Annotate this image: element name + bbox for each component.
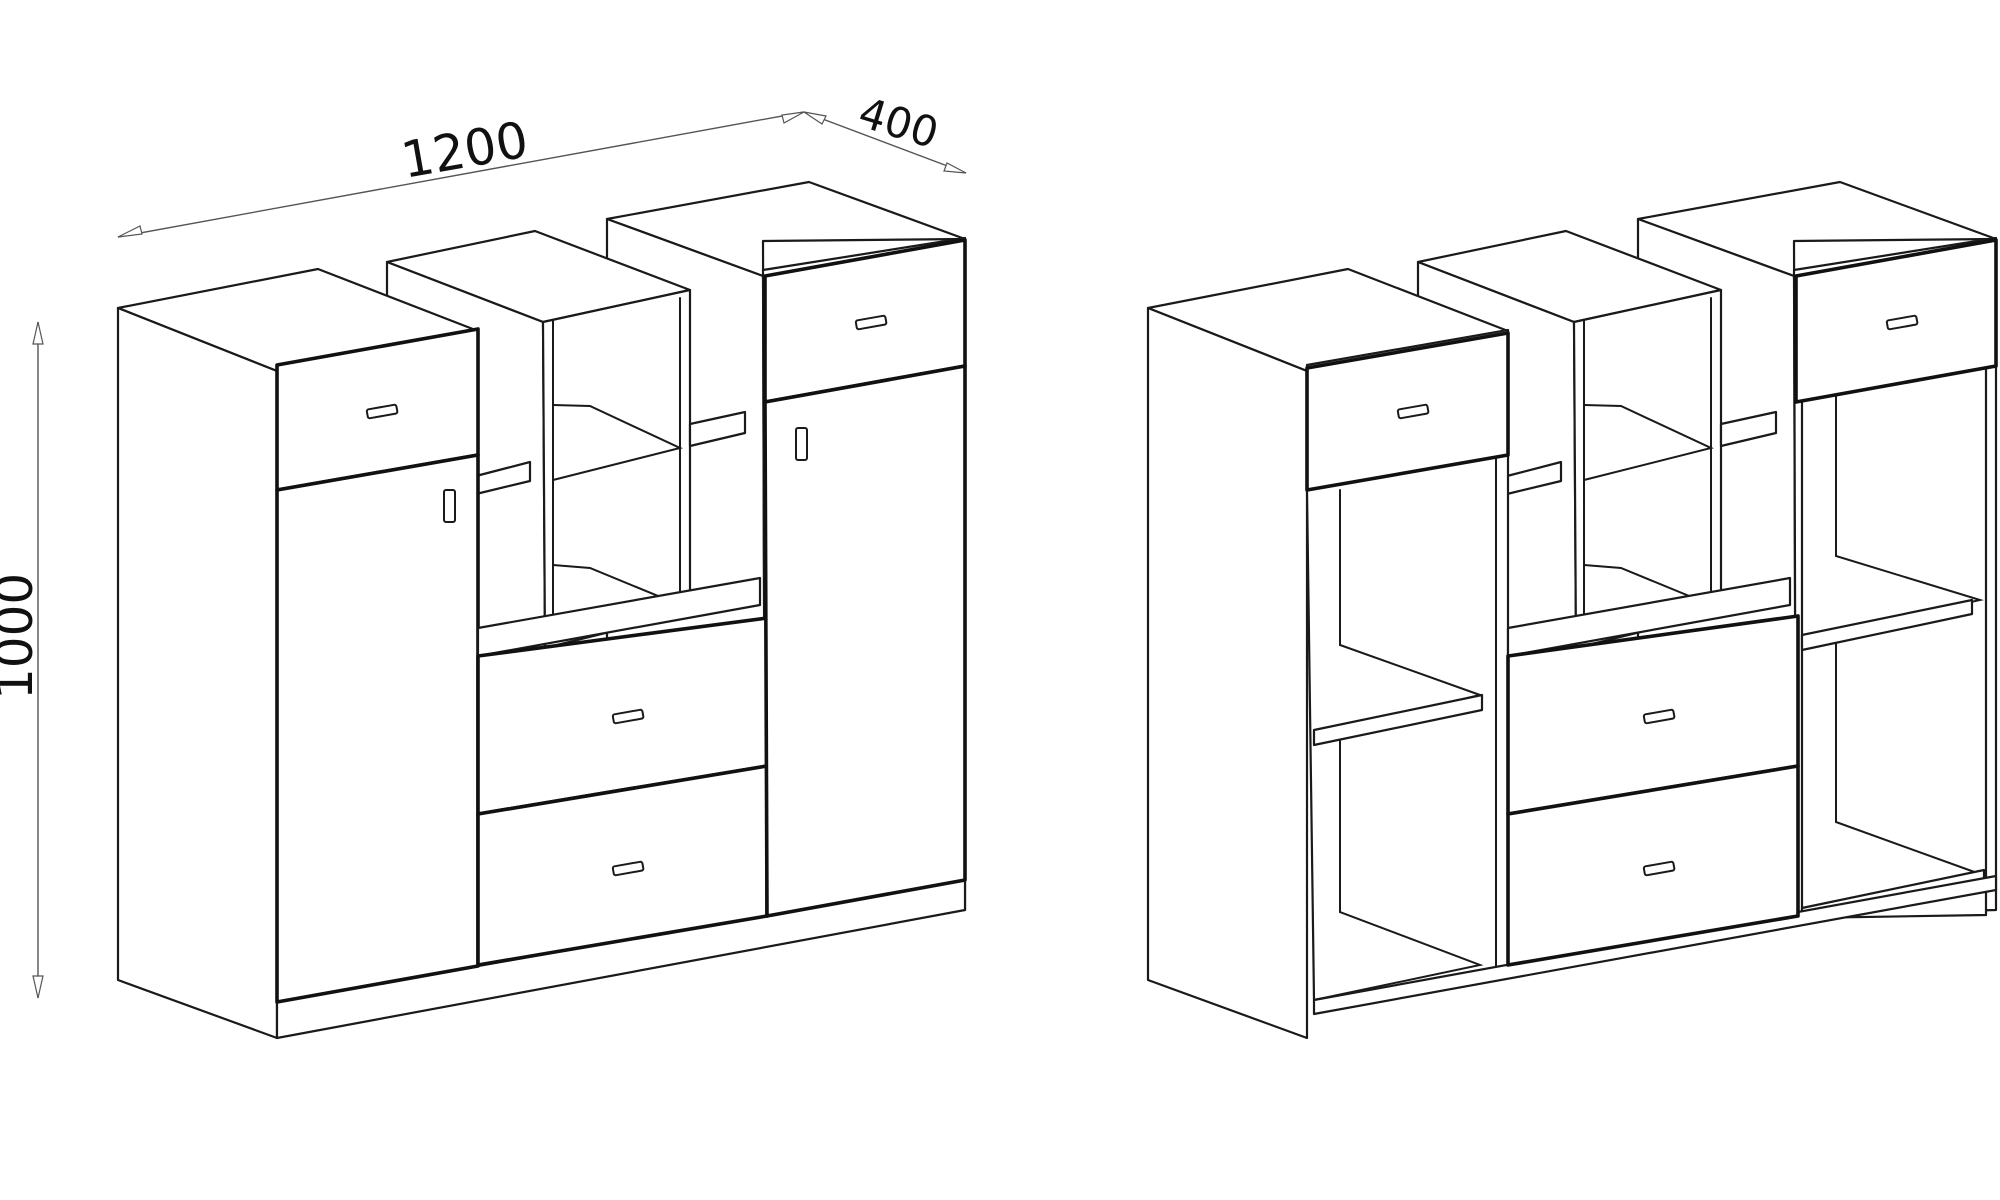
left-front — [275, 327, 480, 1004]
drawer-handle-icon — [854, 314, 888, 331]
left-door[interactable] — [275, 453, 480, 1004]
door-handle-icon — [443, 489, 456, 523]
drawer-handle-icon — [611, 860, 645, 877]
width-label: 1200 — [397, 111, 532, 190]
height-label: 1000 — [0, 573, 44, 700]
open-left-front — [1305, 328, 1510, 492]
drawer-handle-icon — [1885, 314, 1919, 331]
cabinet-closed-view — [116, 180, 967, 1040]
open-left-cabinet — [1146, 267, 1510, 1040]
drawer-handle-icon — [365, 403, 399, 420]
door-handle-icon — [795, 427, 808, 461]
right-front — [761, 236, 967, 918]
drawer-handle-icon — [1642, 708, 1676, 725]
dimension-height: 1000 — [0, 321, 44, 999]
open-right-front — [1792, 236, 1998, 404]
drawer-handle-icon — [1396, 403, 1430, 420]
depth-label: 400 — [853, 88, 944, 158]
drawer-handle-icon — [1642, 860, 1676, 877]
drawer-handle-icon — [611, 708, 645, 725]
dimension-depth: 400 — [803, 88, 967, 174]
cabinet-open-view — [1146, 180, 1998, 1040]
open-middle-drawers — [1506, 576, 1800, 967]
right-door[interactable] — [763, 364, 967, 918]
middle-drawers — [476, 576, 769, 967]
